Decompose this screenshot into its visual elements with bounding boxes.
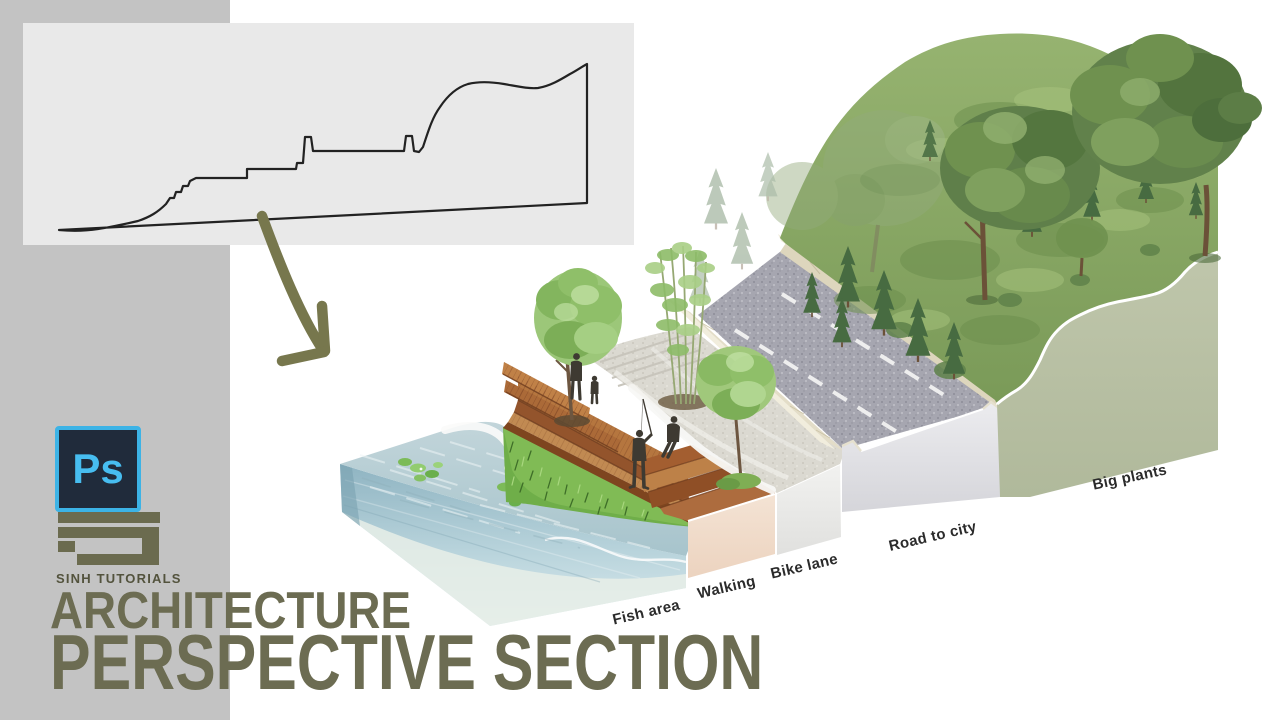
big-trees — [940, 34, 1262, 305]
curved-arrow-icon — [256, 210, 331, 367]
sitting-figure — [661, 416, 680, 459]
section-outline-sketch — [57, 62, 589, 232]
bike-lane-face — [777, 464, 841, 555]
big-plants-face — [996, 250, 1219, 497]
studio-name: SINH TUTORIALS — [56, 571, 182, 586]
road-face — [841, 400, 1000, 512]
sinh-tutorials-logo — [58, 512, 160, 565]
title-architecture: ARCHITECTURE — [50, 582, 411, 640]
fisherman-figure — [628, 398, 653, 490]
section-3d-model — [340, 33, 1262, 626]
title-perspective-section: PERSPECTIVE SECTION — [50, 618, 764, 706]
photoshop-logo: Ps — [55, 426, 141, 512]
sketch-panel-background — [23, 23, 634, 245]
adult-and-child-figures — [570, 353, 599, 405]
wooden-deck — [502, 362, 776, 527]
people-silhouettes — [570, 353, 680, 490]
photoshop-logo-text: Ps — [72, 445, 124, 492]
deck-trees — [534, 242, 776, 490]
